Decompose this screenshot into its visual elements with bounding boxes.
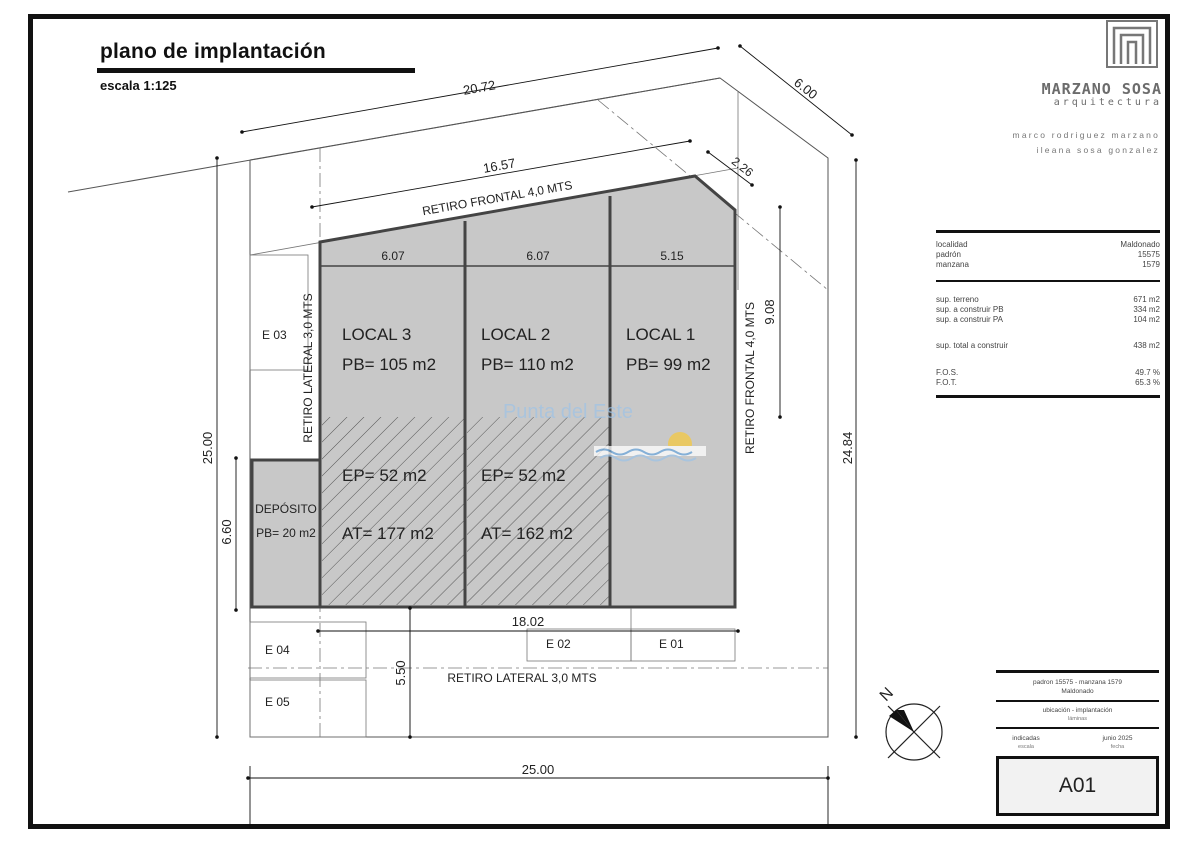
studio-subtitle: arquitectura	[1053, 97, 1162, 108]
titleblock-scale-value: indicadas	[1012, 735, 1040, 742]
dim-local2-width: 6.07	[526, 249, 550, 263]
titleblock-date-value: junio 2025	[1102, 735, 1133, 742]
author-name: ileana sosa gonzalez	[1036, 145, 1160, 155]
titleblock-city: Maldonado	[1061, 688, 1094, 695]
sheet-number: A01	[996, 756, 1159, 816]
titleblock-scale-label: escala	[1018, 744, 1034, 750]
local-1-name: LOCAL 1	[626, 325, 695, 344]
setback-lateral-bottom: RETIRO LATERAL 3,0 MTS	[447, 671, 596, 685]
info-rule	[936, 395, 1160, 398]
titleblock-rule	[996, 670, 1159, 673]
deposito-name: DEPÓSITO	[255, 501, 317, 516]
watermark-sun-icon	[594, 432, 706, 462]
info-row: F.O.S.49.7 %	[936, 368, 1160, 377]
dim-local1-width: 5.15	[660, 249, 684, 263]
local-3-mezzanine-hatch	[322, 417, 464, 605]
sheet-frame	[28, 14, 1170, 829]
watermark-text: Punta del Este	[503, 401, 633, 423]
dim-right-total: 24.84	[840, 432, 855, 465]
dim-chamfer: 2.26	[729, 154, 756, 180]
info-rule	[936, 230, 1160, 233]
dim-lower-height: 5.50	[393, 660, 408, 685]
studio-logo-icon	[1106, 20, 1158, 68]
titleblock-project: padron 15575 - manzana 1579	[1033, 679, 1122, 686]
titleblock-sheet-title: ubicación - implantación	[1042, 707, 1113, 714]
author-name: marco rodriguez marzano	[1012, 130, 1160, 140]
titleblock-date-label: fecha	[1110, 744, 1125, 750]
setback-lateral-left: RETIRO LATERAL 3,0 MTS	[301, 293, 315, 442]
titleblock-sheet-caption: láminas	[1068, 716, 1087, 722]
titleblock-rule	[996, 700, 1159, 702]
dim-left-total: 25.00	[200, 432, 215, 465]
local-3-ep: EP= 52 m2	[342, 466, 427, 485]
titleblock-rule	[996, 727, 1159, 729]
deposito	[250, 458, 322, 609]
street-line	[67, 77, 721, 193]
info-rule	[936, 280, 1160, 282]
dimension-lines	[215, 44, 858, 829]
index-table: F.O.S.49.7 % F.O.T.65.3 %	[936, 368, 1160, 388]
parking-e02	[526, 628, 632, 662]
deposito-pb: PB= 20 m2	[256, 526, 316, 540]
dim-local3-width: 6.07	[381, 249, 405, 263]
parking-e05	[249, 679, 367, 738]
local-3-pb: PB= 105 m2	[342, 355, 436, 374]
drawing-scale: escala 1:125	[100, 78, 177, 93]
dim-deposito-height: 6.60	[219, 519, 234, 544]
parking-label-e05: E 05	[265, 695, 290, 709]
dim-front: 16.57	[482, 155, 517, 175]
parking-label-e01: E 01	[659, 637, 684, 651]
local-2-ep: EP= 52 m2	[481, 466, 566, 485]
dim-right-inner: 9.08	[762, 299, 777, 324]
parking-label-e02: E 02	[546, 637, 571, 651]
setback-front-right: RETIRO FRONTAL 4,0 MTS	[743, 302, 757, 454]
local-2-mezzanine-hatch	[467, 417, 609, 605]
north-arrow-icon	[885, 703, 943, 761]
local-3-name: LOCAL 3	[342, 325, 411, 344]
north-label: N	[877, 685, 897, 705]
dim-bottom-inner: 18.02	[512, 614, 545, 629]
parking-label-e03: E 03	[262, 328, 287, 342]
dim-bottom-total: 25.00	[522, 762, 555, 777]
dim-top-total: 20.72	[462, 77, 497, 97]
local-3-at: AT= 177 m2	[342, 524, 434, 543]
info-row: F.O.T.65.3 %	[936, 378, 1160, 387]
parking-label-e04: E 04	[265, 643, 290, 657]
local-2-name: LOCAL 2	[481, 325, 550, 344]
local-1-pb: PB= 99 m2	[626, 355, 711, 374]
parking-e01	[630, 628, 736, 662]
parking-e04	[249, 621, 367, 679]
parking-e03	[249, 254, 309, 371]
local-2-pb: PB= 110 m2	[481, 355, 574, 374]
studio-name: MARZANO SOSA	[1041, 80, 1162, 98]
local-2-at: AT= 162 m2	[481, 524, 573, 543]
